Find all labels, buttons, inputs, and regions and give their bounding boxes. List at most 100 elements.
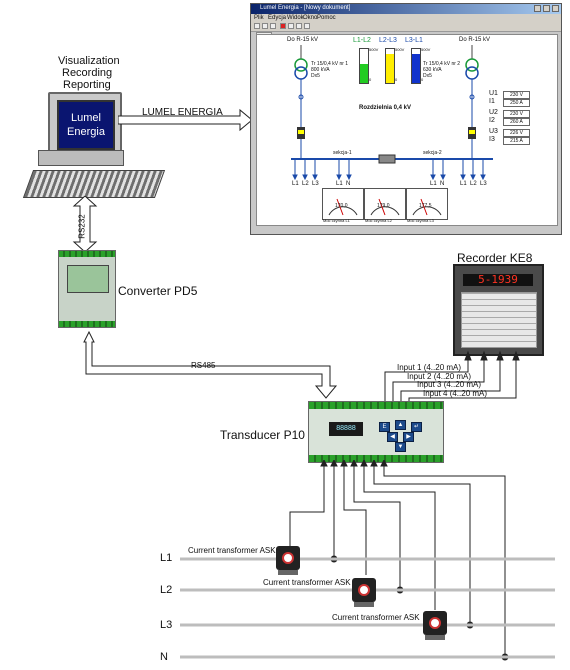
ct-3-window: [429, 617, 441, 629]
line-l1-label: L1: [160, 552, 173, 564]
rs232-label: RS232: [77, 214, 87, 239]
transducer-key-right[interactable]: ▶: [403, 432, 414, 442]
recorder-ke8-device: 5-1939: [453, 264, 544, 356]
one-line-diagram: [291, 45, 493, 181]
rs485-connection: [83, 330, 338, 399]
screen-text-line-2: Energia: [67, 126, 105, 138]
power-gauge-l1: 170,0: [322, 188, 364, 220]
power-gauge-l3: 177,5: [406, 188, 448, 220]
current-transformer-1: [276, 546, 300, 575]
close-button[interactable]: [552, 5, 559, 12]
gauge-label-l2: Moc czynna L2: [365, 218, 392, 223]
rs485-label: RS485: [191, 361, 216, 370]
menu-file[interactable]: Plik: [254, 15, 264, 21]
scada-menu-bar: Plik Edycja Widok Okno Pomoc: [251, 14, 561, 22]
feeder-left-4: L1: [336, 181, 343, 187]
transformer-left-label: Tr 15/0,4 kV nr 1 800 kVA Dx5: [311, 61, 349, 79]
transducer-key-esc[interactable]: E: [379, 422, 390, 432]
computer-screen: Lumel Energia: [57, 100, 115, 150]
gauge-value-l3: 177,5: [419, 203, 432, 209]
bar-label-l1l2: L1-L2: [353, 37, 371, 44]
feeder-right-3: L1: [460, 181, 467, 187]
line-n-label: N: [160, 651, 168, 663]
ct-2-base: [354, 602, 374, 607]
line-l3-label: L3: [160, 619, 173, 631]
gauge-dial-l3: [412, 198, 442, 216]
menu-window[interactable]: Okno: [303, 15, 318, 21]
toolbar-zoom-icon[interactable]: [296, 23, 302, 29]
feeder-right-5: L3: [480, 181, 487, 187]
computer-to-scada-arrow: [118, 108, 253, 132]
ct-1-label: Current transformer ASK: [188, 546, 276, 555]
menu-help[interactable]: Pomoc: [317, 15, 336, 21]
converter-pd5-device: [58, 250, 116, 328]
toolbar-new-icon[interactable]: [254, 23, 260, 29]
transducer-key-left[interactable]: ◀: [387, 432, 398, 442]
ct-1-base: [278, 570, 298, 575]
reading-u2-value: 230 V: [503, 110, 530, 118]
computer-role-line-2: Recording: [62, 67, 113, 79]
power-gauge-l2: 179,0: [364, 188, 406, 220]
transducer-key-enter[interactable]: ↵: [411, 422, 422, 432]
scada-title-text: Lumel Energia - [Nowy dokument]: [260, 5, 351, 11]
maximize-button[interactable]: [543, 5, 550, 12]
menu-edit[interactable]: Edycja: [268, 15, 287, 21]
computer-role-line-1: Visualization: [58, 55, 120, 67]
scada-window: Lumel Energia - [Nowy dokument] Plik Edy…: [250, 3, 562, 235]
lumel-energia-link-label: LUMEL ENERGIA: [142, 107, 223, 118]
feeder-right-4: L2: [470, 181, 477, 187]
feed-left-label: Do R-15 kV: [287, 37, 319, 43]
bar-gauge-l3l1: [411, 48, 421, 84]
transducer-bottom-terminals: [309, 455, 443, 462]
bar-fill-l2l3: [386, 54, 394, 83]
feeder-right-2: N: [440, 181, 445, 187]
input-4-label: Input 4 (4..20 mA): [423, 389, 488, 398]
transducer-key-up[interactable]: ▲: [395, 420, 406, 430]
bar-scale-bottom-1: 0: [369, 77, 372, 82]
measurement-wiring: [180, 460, 555, 661]
bar-scale-top-1: 500V: [369, 47, 379, 52]
transducer-label: Transducer P10: [220, 428, 305, 442]
scada-canvas: Do R-15 kV Do R-15 kV Tr 15/0,4 kV nr 1 …: [256, 34, 558, 226]
reading-i1-value: 250 A: [503, 99, 530, 107]
toolbar-print-icon[interactable]: [288, 23, 294, 29]
bar-fill-l1l2: [360, 64, 368, 83]
screen-text-line-1: Lumel: [71, 112, 101, 124]
section-1-label: sekcja-1: [333, 150, 352, 156]
bar-label-l3l1: L3-L1: [405, 37, 423, 44]
gauge-dial-l2: [370, 198, 400, 216]
ct-3-base: [425, 635, 445, 640]
reading-i2-value: 260 A: [503, 118, 530, 126]
transducer-key-down[interactable]: ▼: [395, 442, 406, 452]
converter-panel: [67, 265, 109, 293]
input-1-label: Input 1 (4..20 mA): [397, 363, 462, 372]
toolbar-save-icon[interactable]: [270, 23, 276, 29]
section-2-label: sekcja-2: [423, 150, 442, 156]
gauge-value-l2: 179,0: [377, 203, 390, 209]
minimize-button[interactable]: [534, 5, 541, 12]
transformer-right-label: Tr 15/0,4 kV nr 2 630 kVA Dx5: [423, 61, 461, 79]
reading-i3-value: 215 A: [503, 137, 530, 145]
toolbar-help-icon[interactable]: [304, 23, 310, 29]
bar-scale-bottom-3: 0: [421, 77, 424, 82]
menu-view[interactable]: Widok: [287, 15, 304, 21]
scada-toolbar: [251, 22, 561, 32]
toolbar-open-icon[interactable]: [262, 23, 268, 29]
reading-i3-name: I3: [489, 136, 495, 143]
keyboard: [22, 170, 166, 198]
converter-bottom-terminals: [59, 321, 115, 327]
scada-title-bar: Lumel Energia - [Nowy dokument]: [251, 4, 561, 14]
recorder-label: Recorder KE8: [457, 251, 533, 265]
ct-2-window: [358, 584, 370, 596]
reading-u2-name: U2: [489, 109, 498, 116]
reading-i1-name: I1: [489, 98, 495, 105]
feed-right-label: Do R-15 kV: [459, 37, 491, 43]
reading-i2-name: I2: [489, 117, 495, 124]
toolbar-stop-icon[interactable]: [280, 23, 286, 29]
ct-2-label: Current transformer ASK: [263, 578, 351, 587]
computer-case: [38, 150, 124, 166]
feeder-left-1: L1: [292, 181, 299, 187]
transducer-display: 88888: [329, 422, 363, 436]
rs232-double-arrow: [72, 196, 98, 252]
bar-gauge-l2l3: [385, 48, 395, 84]
